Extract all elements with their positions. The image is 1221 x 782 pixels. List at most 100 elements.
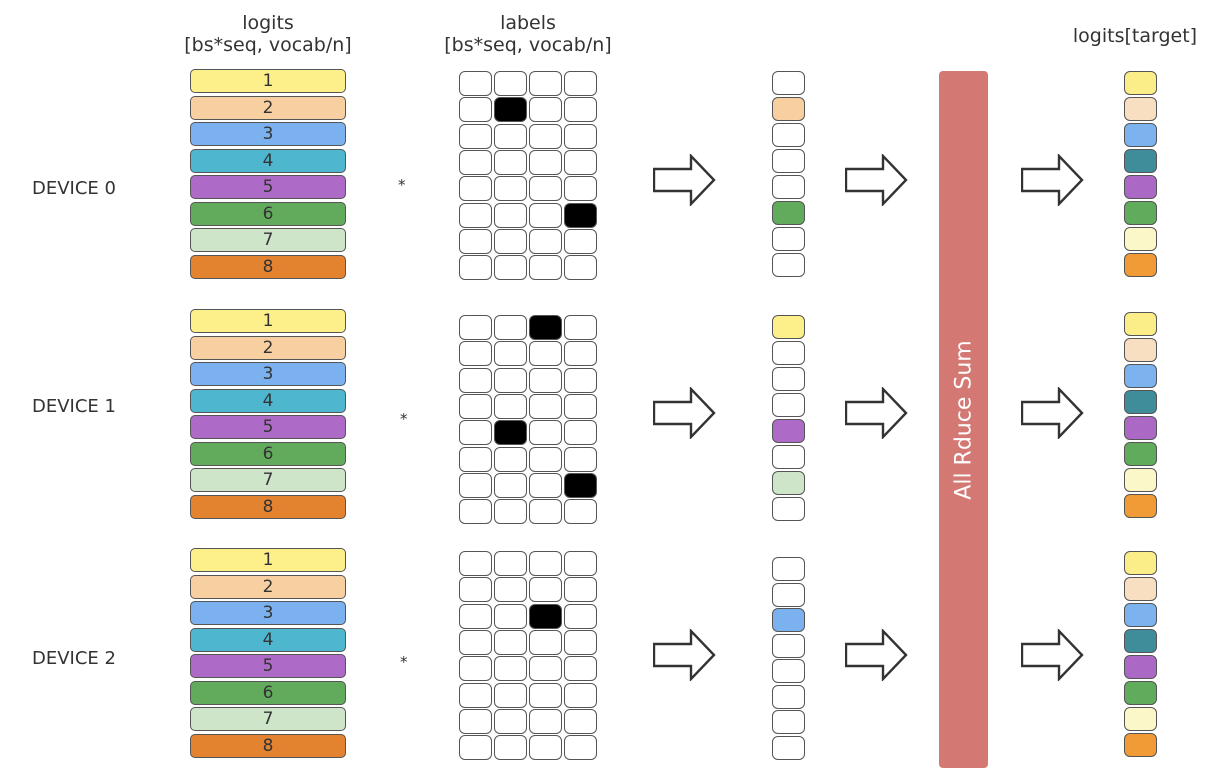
- device-label: DEVICE 2: [32, 648, 116, 669]
- label-cell: [459, 97, 492, 123]
- label-cell: [564, 577, 597, 603]
- logit-row: 1: [190, 309, 346, 333]
- label-cell: [529, 708, 562, 734]
- masked-cell: [772, 471, 805, 495]
- label-cell: [564, 255, 597, 281]
- labels-header: labels [bs*seq, vocab/n]: [428, 12, 628, 56]
- label-cell: [459, 577, 492, 603]
- allreduce-bar: All Rduce Sum: [939, 71, 988, 768]
- logit-row: 8: [190, 254, 346, 279]
- arrow-right-icon: [845, 387, 908, 439]
- multiply-operator: *: [398, 176, 406, 194]
- label-cell: [529, 656, 562, 682]
- label-cell: [459, 656, 492, 682]
- label-cell: [459, 123, 492, 149]
- device-label: DEVICE 1: [32, 396, 116, 417]
- result-cell: [1124, 71, 1157, 95]
- result-header: logits[target]: [1072, 25, 1198, 47]
- arrow-right-icon: [1021, 154, 1084, 206]
- label-cell: [494, 123, 527, 149]
- label-cell: [494, 682, 527, 708]
- logit-row: 4: [190, 627, 346, 652]
- logit-row: 8: [190, 494, 346, 519]
- multiply-operator: *: [400, 410, 408, 428]
- label-cell: [529, 393, 562, 419]
- arrow-right-icon: [653, 629, 716, 681]
- label-cell: [529, 255, 562, 281]
- label-cell: [459, 420, 492, 446]
- labels-title: labels: [500, 12, 556, 34]
- masked-cell: [772, 367, 805, 391]
- label-cell: [564, 656, 597, 682]
- label-cell: [529, 315, 562, 340]
- label-cell: [459, 682, 492, 708]
- label-cell: [459, 71, 492, 96]
- result-cell: [1124, 97, 1157, 121]
- label-cell: [564, 499, 597, 525]
- logit-row: 2: [190, 95, 346, 120]
- label-cell: [494, 176, 527, 202]
- label-cell: [564, 71, 597, 96]
- result-cell: [1124, 655, 1157, 679]
- label-cell: [564, 735, 597, 761]
- label-cell: [494, 228, 527, 254]
- result-cell: [1124, 227, 1157, 251]
- label-cell: [529, 682, 562, 708]
- label-cell: [459, 228, 492, 254]
- masked-cell: [772, 582, 805, 607]
- label-cell: [529, 97, 562, 123]
- label-cell: [564, 472, 597, 498]
- labels-shape: [bs*seq, vocab/n]: [444, 34, 612, 56]
- masked-cell: [772, 684, 805, 709]
- label-cell: [564, 315, 597, 340]
- label-cell: [564, 228, 597, 254]
- label-cell: [459, 446, 492, 472]
- result-cell: [1124, 338, 1157, 362]
- masked-cell: [772, 227, 805, 251]
- logit-row: 6: [190, 680, 346, 705]
- result-cell: [1124, 364, 1157, 388]
- logit-row: 3: [190, 601, 346, 625]
- label-cell: [564, 446, 597, 472]
- result-cell: [1124, 390, 1157, 414]
- logit-row: 7: [190, 228, 346, 252]
- label-cell: [564, 551, 597, 576]
- label-cell: [564, 603, 597, 629]
- label-cell: [564, 202, 597, 228]
- masked-cell: [772, 149, 805, 173]
- masked-cell: [772, 201, 805, 225]
- arrow-right-icon: [653, 387, 716, 439]
- arrow-right-icon: [845, 629, 908, 681]
- result-cell: [1124, 123, 1157, 147]
- masked-cell: [772, 633, 805, 658]
- masked-cell: [772, 175, 805, 199]
- label-cell: [494, 577, 527, 603]
- label-cell: [564, 97, 597, 123]
- label-cell: [459, 202, 492, 228]
- logits-shape: [bs*seq, vocab/n]: [184, 34, 352, 56]
- label-cell: [529, 629, 562, 655]
- arrow-right-icon: [653, 154, 716, 206]
- logits-header: logits [bs*seq, vocab/n]: [168, 12, 368, 56]
- result-cell: [1124, 253, 1157, 277]
- masked-cell: [772, 608, 805, 632]
- label-cell: [529, 551, 562, 576]
- label-cell: [564, 367, 597, 393]
- label-cell: [529, 123, 562, 149]
- logit-row: 2: [190, 574, 346, 599]
- label-cell: [459, 551, 492, 576]
- label-cell: [529, 577, 562, 603]
- result-cell: [1124, 149, 1157, 173]
- label-cell: [494, 97, 527, 123]
- label-cell: [564, 629, 597, 655]
- device-label: DEVICE 0: [32, 178, 116, 199]
- label-cell: [529, 341, 562, 367]
- result-cell: [1124, 468, 1157, 492]
- logit-row: 4: [190, 148, 346, 173]
- label-cell: [459, 255, 492, 281]
- masked-cell: [772, 735, 805, 760]
- label-cell: [494, 603, 527, 629]
- arrow-right-icon: [845, 154, 908, 206]
- masked-cell: [772, 710, 805, 734]
- label-cell: [494, 315, 527, 340]
